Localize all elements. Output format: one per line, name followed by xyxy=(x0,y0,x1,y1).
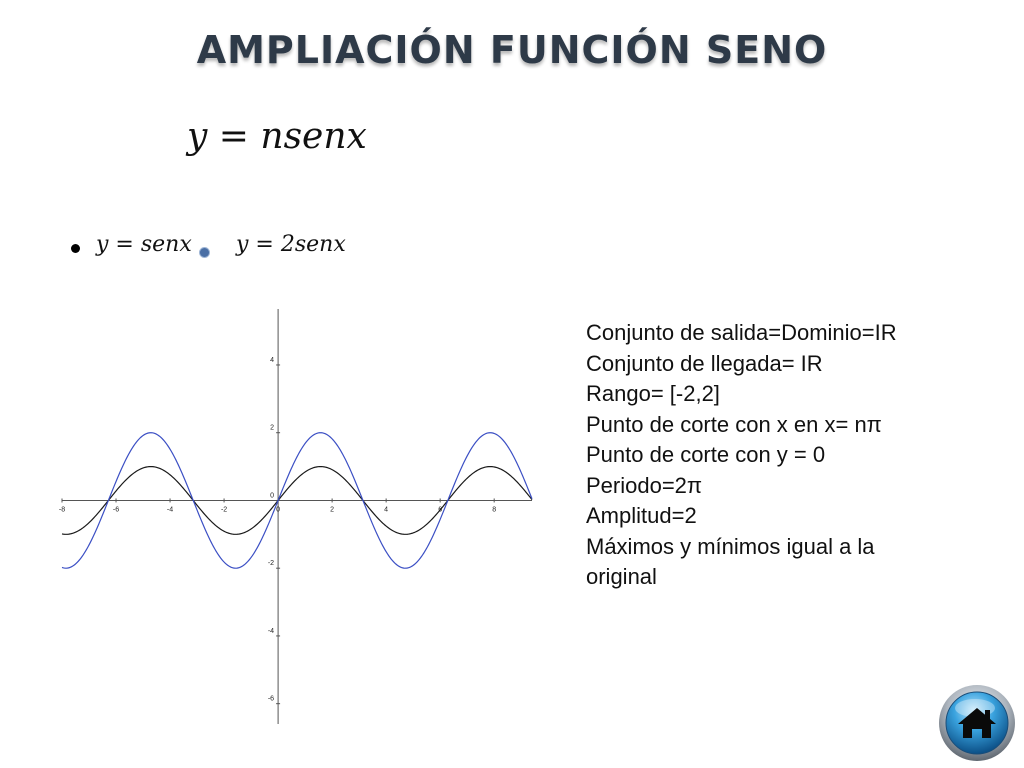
info-x-intercepts: Punto de corte con x en x= nπ xyxy=(586,411,882,437)
x-tick-label: -2 xyxy=(221,506,227,513)
y-tick-label: -6 xyxy=(268,696,274,703)
x-tick-label: 0 xyxy=(276,506,280,513)
y-tick-label: 4 xyxy=(270,357,274,364)
main-formula: y = nsenx xyxy=(187,116,367,157)
legend-label-2senx: y = 2senx xyxy=(236,232,346,257)
info-domain: Conjunto de salida=Dominio=IR xyxy=(586,320,897,345)
y-tick-label: -4 xyxy=(268,628,274,635)
info-extrema: Máximos y mínimos igual a la xyxy=(586,533,875,559)
info-codomain: Conjunto de llegada= IR xyxy=(586,350,823,376)
black-dot-icon xyxy=(71,244,80,253)
y-tick-label: -2 xyxy=(268,560,274,567)
y-tick-label: 0 xyxy=(270,492,274,499)
blue-dot-icon xyxy=(200,248,209,257)
info-period: Periodo=2π xyxy=(586,472,703,498)
info-amplitude: Amplitud=2 xyxy=(586,503,697,528)
info-extrema-cont: original xyxy=(586,564,657,589)
x-tick-label: 4 xyxy=(384,506,388,513)
x-tick-label: 2 xyxy=(330,506,334,513)
house-icon xyxy=(939,685,1015,761)
info-range: Rango= [-2,2] xyxy=(586,381,720,406)
slide-title: AMPLIACIÓN FUNCIÓN SENO xyxy=(196,28,828,72)
info-panel: Conjunto de salida=Dominio=IR Conjunto d… xyxy=(586,318,986,593)
y-tick-label: 2 xyxy=(270,425,274,432)
x-tick-label: -6 xyxy=(113,506,119,513)
x-tick-label: -8 xyxy=(59,506,65,513)
x-tick-label: -4 xyxy=(167,506,173,513)
home-button[interactable] xyxy=(938,684,1016,762)
info-y-intercept: Punto de corte con y = 0 xyxy=(586,442,826,467)
legend-label-senx: y = senx xyxy=(96,232,192,257)
series-2senx-line xyxy=(61,432,533,569)
series-senx-line xyxy=(61,465,533,535)
x-tick-label: 8 xyxy=(492,506,496,513)
